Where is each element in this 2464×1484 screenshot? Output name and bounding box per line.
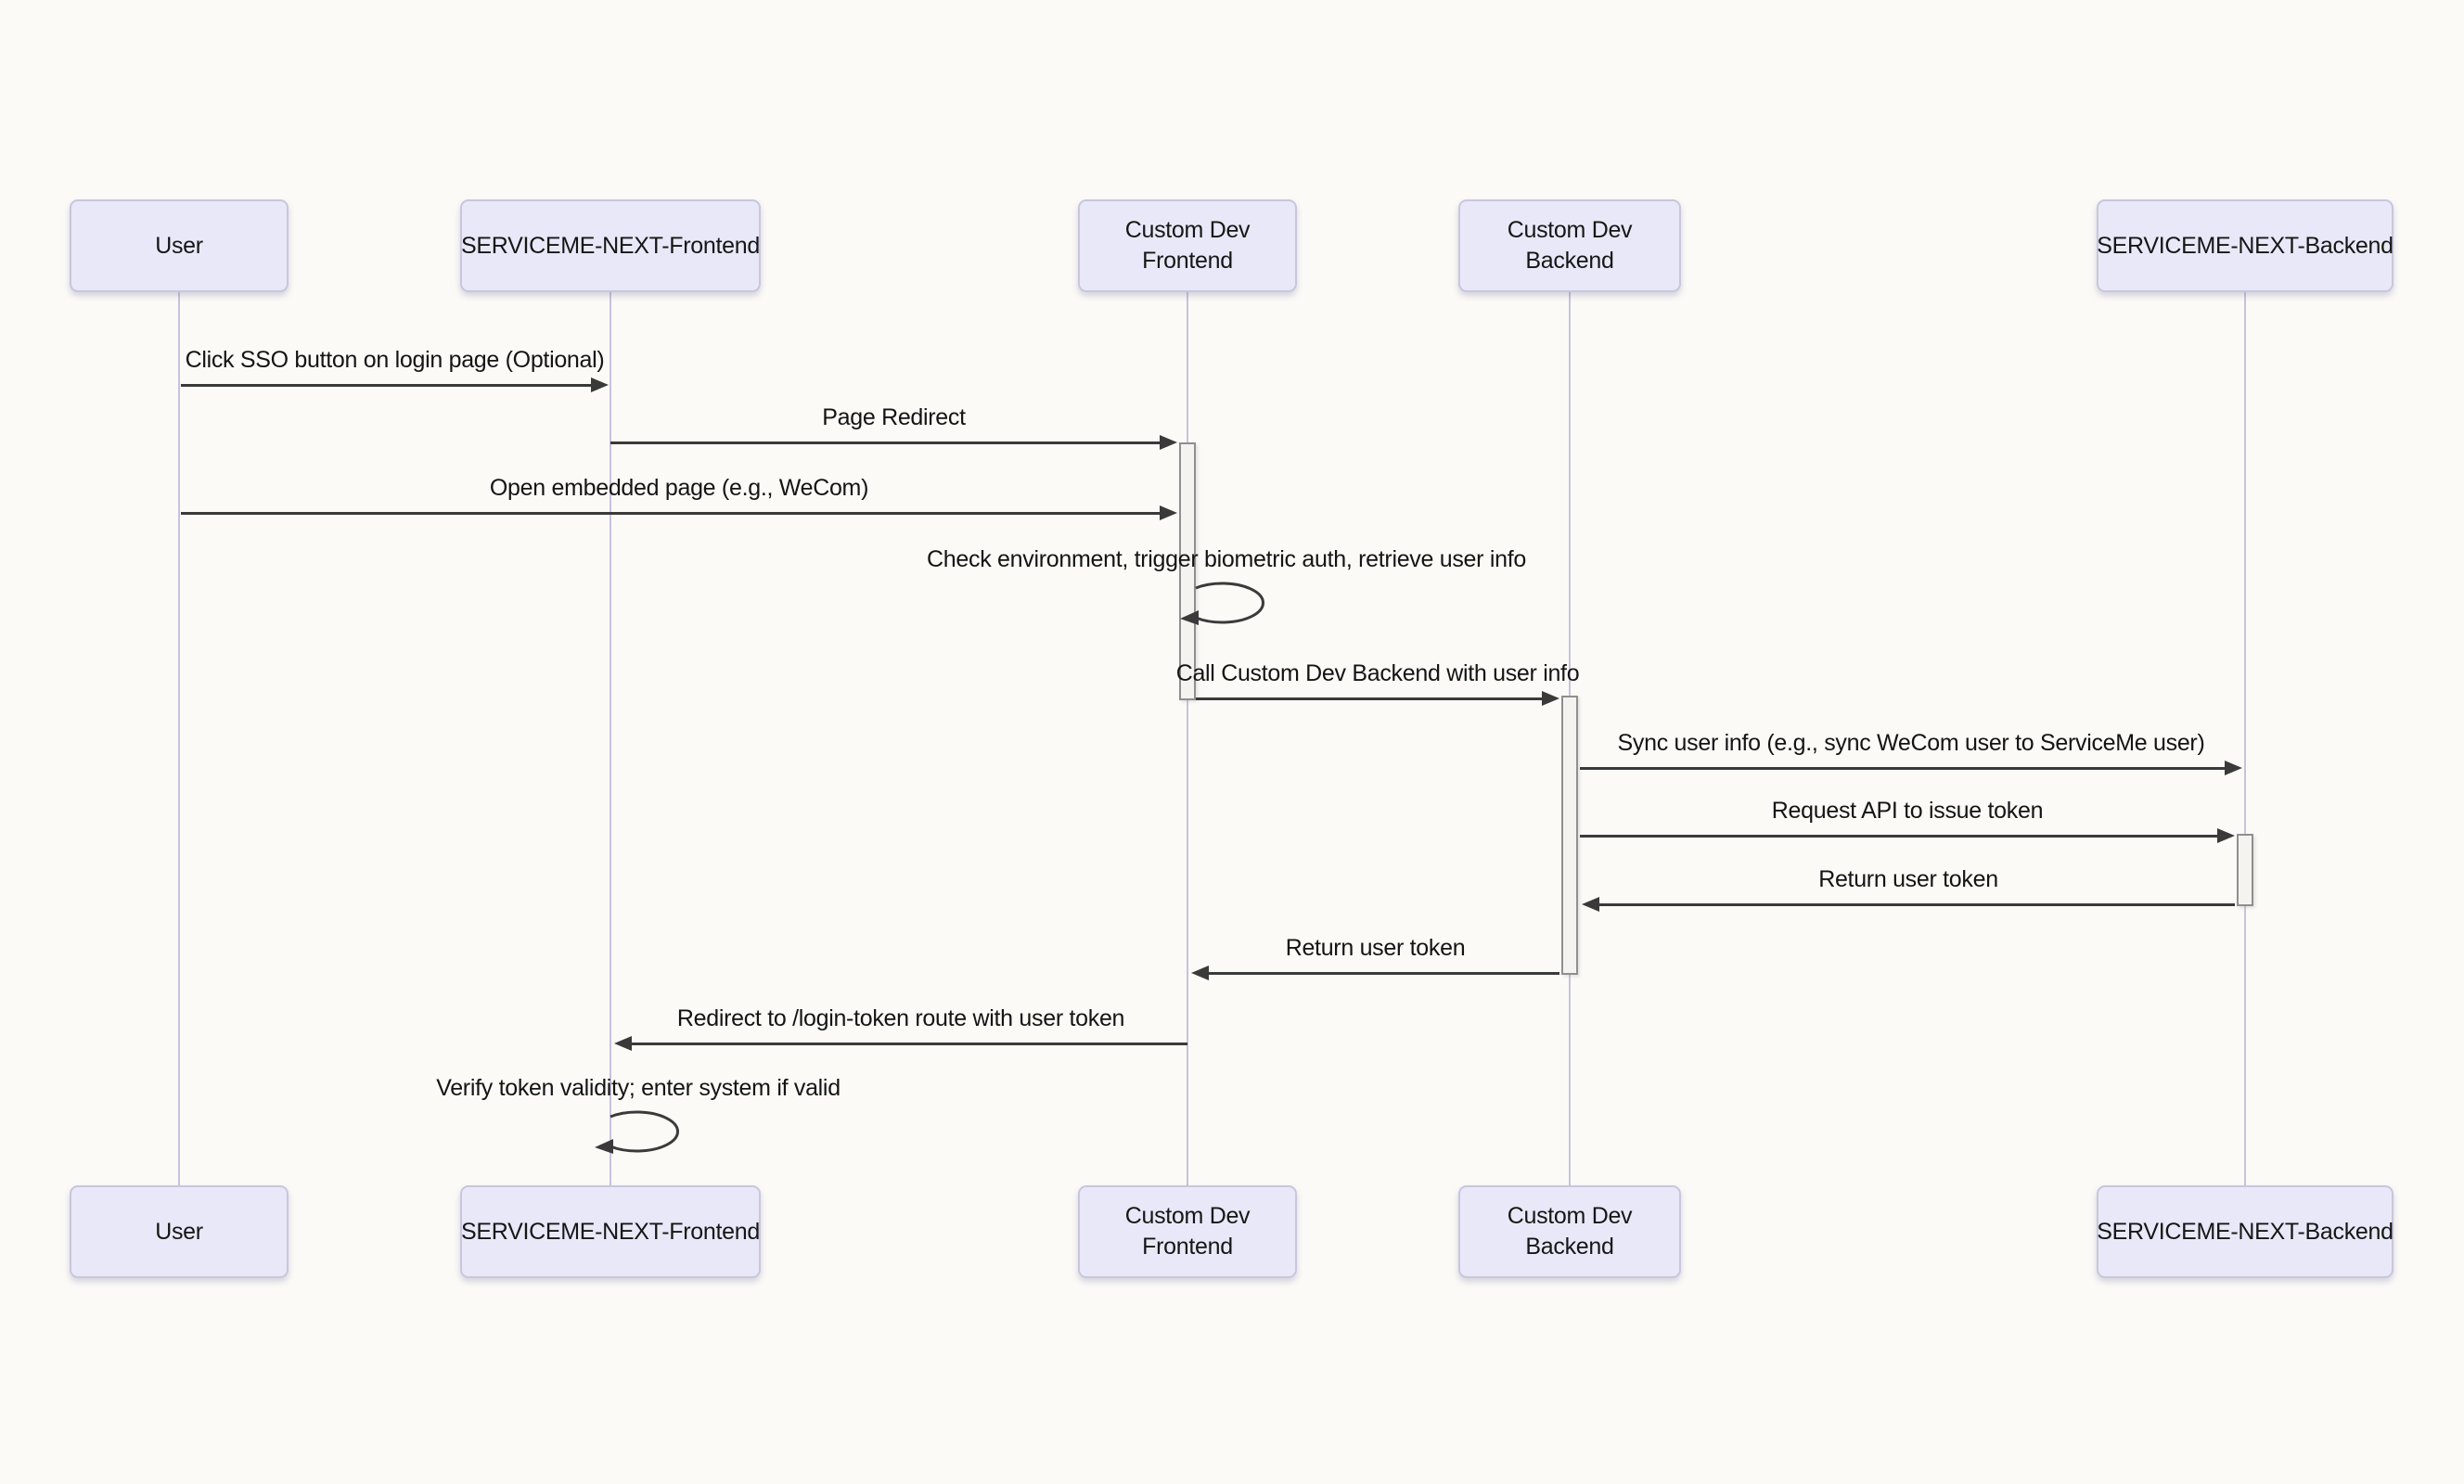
message-label-8: Return user token xyxy=(1285,935,1466,961)
actor-label: Frontend xyxy=(1142,248,1233,274)
message-line-9 xyxy=(629,1043,1187,1045)
message-line-7 xyxy=(1597,903,2235,906)
actor-label: Custom Dev xyxy=(1124,217,1251,243)
actor-label: Backend xyxy=(1525,1234,1614,1260)
message-label-2: Page Redirect xyxy=(822,404,966,430)
message-label-9: Redirect to /login-token route with user… xyxy=(676,1005,1125,1031)
actor-label: Frontend xyxy=(1142,1234,1233,1260)
message-line-1 xyxy=(181,384,594,387)
message-label-3: Open embedded page (e.g., WeCom) xyxy=(489,475,869,501)
message-line-4 xyxy=(1196,697,1545,700)
lifeline-custom-dev-frontend xyxy=(1187,292,1188,1185)
lifeline-serviceme-next-backend xyxy=(2244,292,2246,1185)
actor-box-bottom-user: User xyxy=(70,1185,289,1278)
message-label-7: Return user token xyxy=(1818,866,1998,892)
message-line-3 xyxy=(181,512,1162,515)
actor-label: SERVICEME-NEXT-Frontend xyxy=(461,1218,760,1245)
actor-box-bottom-serviceme-next-backend: SERVICEME-NEXT-Backend xyxy=(2097,1185,2393,1278)
actor-label: Custom Dev xyxy=(1507,1203,1633,1229)
message-arrowhead-9 xyxy=(614,1036,632,1051)
self-loop-arrowhead xyxy=(595,1139,613,1154)
lifeline-serviceme-next-frontend xyxy=(610,292,611,1185)
actor-label: Custom Dev xyxy=(1507,217,1633,243)
self-loop-label-1: Check environment, trigger biometric aut… xyxy=(927,546,1526,572)
activation-bar-custom-dev-backend xyxy=(1561,696,1578,975)
actor-box-bottom-serviceme-next-frontend: SERVICEME-NEXT-Frontend xyxy=(460,1185,761,1278)
self-loop-arc xyxy=(1195,582,1264,624)
message-label-1: Click SSO button on login page (Optional… xyxy=(185,347,605,373)
message-arrowhead-8 xyxy=(1191,966,1209,980)
activation-bar-custom-dev-frontend xyxy=(1179,442,1196,700)
message-arrowhead-3 xyxy=(1160,505,1177,520)
actor-label: SERVICEME-NEXT-Frontend xyxy=(461,232,760,259)
message-label-4: Call Custom Dev Backend with user info xyxy=(1175,660,1580,686)
message-line-5 xyxy=(1580,767,2227,770)
self-loop-arc xyxy=(610,1110,679,1153)
message-label-5: Sync user info (e.g., sync WeCom user to… xyxy=(1617,730,2205,756)
message-line-8 xyxy=(1206,972,1559,975)
message-line-6 xyxy=(1580,835,2220,838)
self-loop-arrowhead xyxy=(1180,610,1199,625)
message-line-2 xyxy=(610,441,1162,444)
message-arrowhead-5 xyxy=(2225,761,2242,775)
actor-label: User xyxy=(155,232,203,259)
message-arrowhead-1 xyxy=(591,377,609,392)
self-loop-2 xyxy=(595,1110,679,1154)
actor-box-top-user: User xyxy=(70,199,289,292)
actor-box-top-serviceme-next-frontend: SERVICEME-NEXT-Frontend xyxy=(460,199,761,292)
message-arrowhead-4 xyxy=(1542,691,1559,706)
message-arrowhead-6 xyxy=(2217,828,2235,843)
self-loop-label-2: Verify token validity; enter system if v… xyxy=(436,1075,841,1101)
actor-label: Backend xyxy=(1525,248,1614,274)
actor-box-top-serviceme-next-backend: SERVICEME-NEXT-Backend xyxy=(2097,199,2393,292)
actor-label: User xyxy=(155,1218,203,1245)
actor-label: SERVICEME-NEXT-Backend xyxy=(2097,232,2393,259)
message-arrowhead-7 xyxy=(1582,897,1599,912)
self-loop-1 xyxy=(1180,582,1264,625)
activation-bar-serviceme-next-backend xyxy=(2237,834,2253,906)
actor-label: Custom Dev xyxy=(1124,1203,1251,1229)
message-arrowhead-2 xyxy=(1160,435,1177,450)
lifeline-user xyxy=(178,292,180,1185)
actor-label: SERVICEME-NEXT-Backend xyxy=(2097,1218,2393,1245)
message-label-6: Request API to issue token xyxy=(1771,798,2044,824)
